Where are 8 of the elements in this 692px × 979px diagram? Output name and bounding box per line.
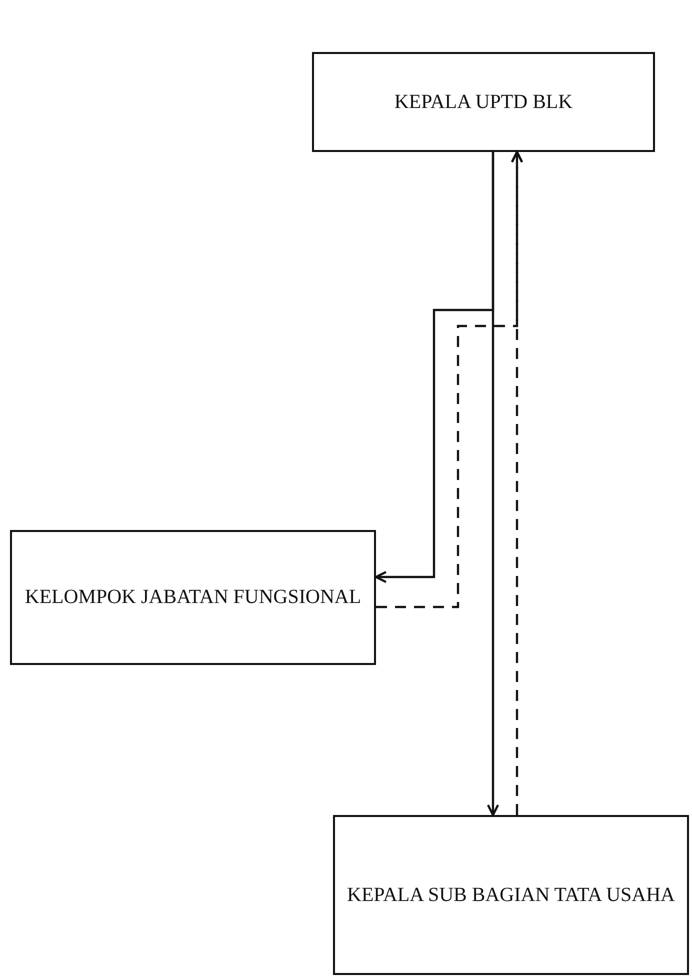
box-label: KEPALA SUB BAGIAN TATA USAHA — [347, 882, 675, 908]
org-box — [312, 52, 655, 152]
box-label: KELOMPOK JABATAN FUNGSIONAL — [24, 585, 362, 610]
org-box — [10, 530, 376, 665]
arrow — [374, 152, 494, 584]
arrow — [376, 150, 524, 608]
org-box — [333, 815, 689, 975]
box-label: KEPALA UPTD BLK — [394, 90, 573, 114]
